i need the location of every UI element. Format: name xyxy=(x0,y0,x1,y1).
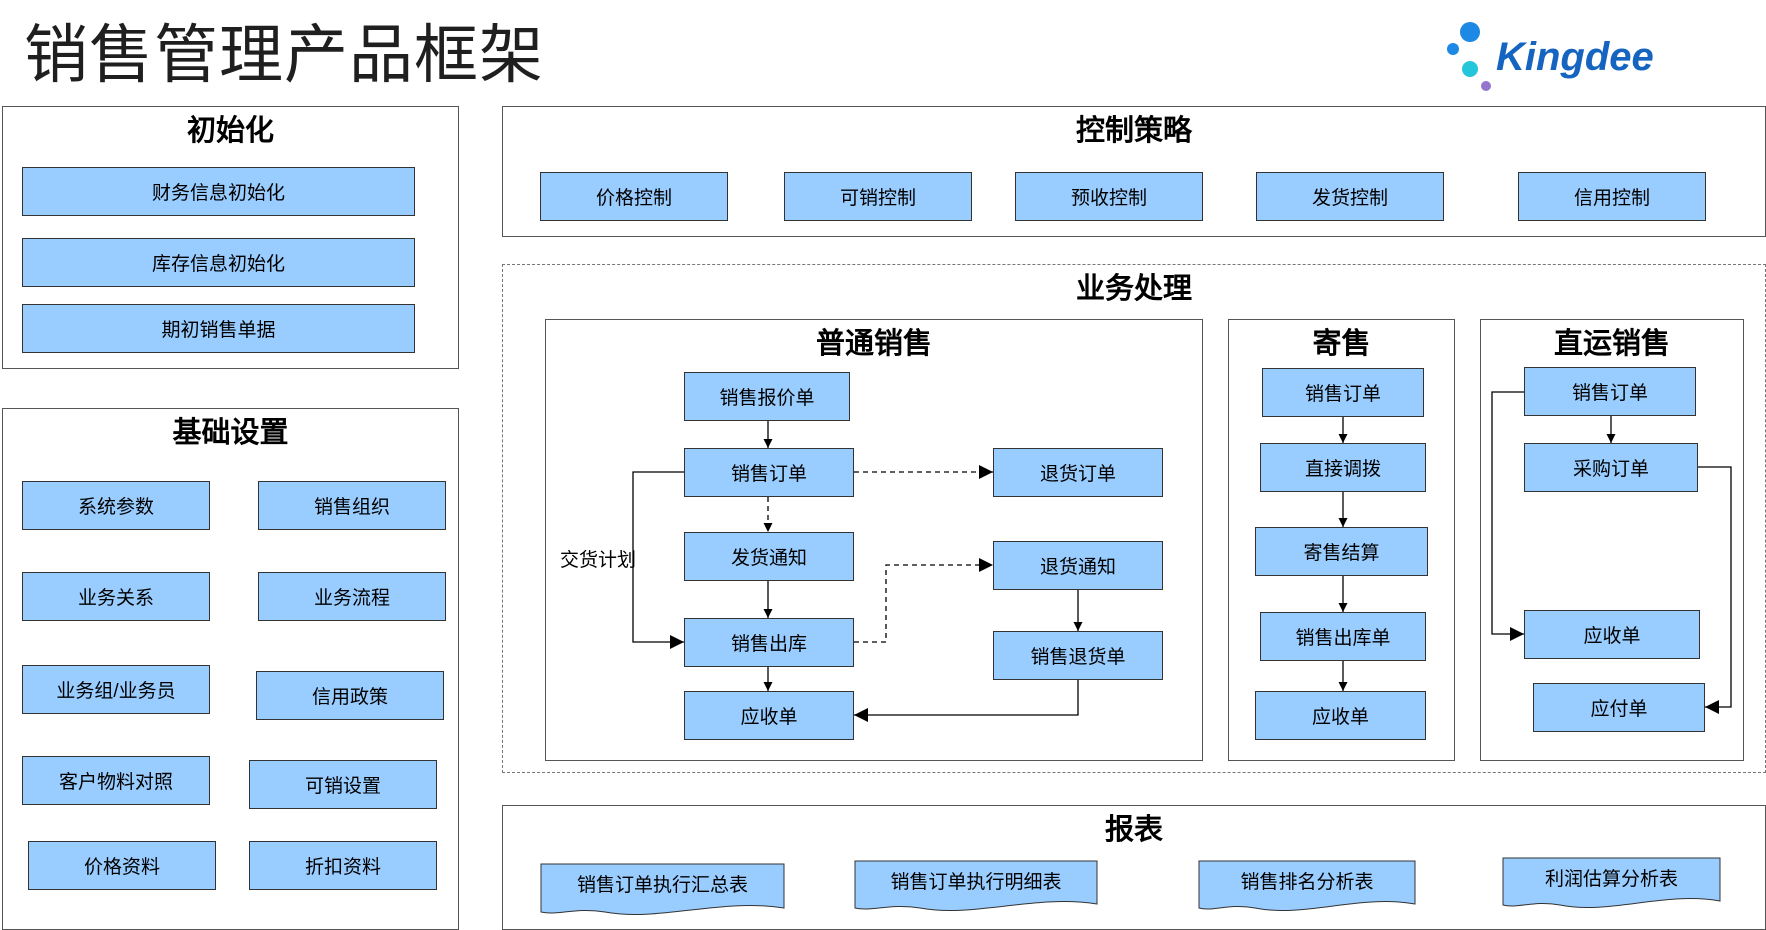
normal-sales-panel: 普通销售 xyxy=(545,319,1203,761)
basic-credit-policy-button[interactable]: 信用政策 xyxy=(256,671,444,720)
basic-system-params-button[interactable]: 系统参数 xyxy=(22,481,210,530)
consign-settle-button[interactable]: 寄售结算 xyxy=(1255,527,1428,576)
basic-panel-title: 基础设置 xyxy=(172,417,289,449)
basic-price-data-button[interactable]: 价格资料 xyxy=(28,841,216,890)
consign-transfer-button[interactable]: 直接调拨 xyxy=(1260,443,1426,492)
control-prepay-button[interactable]: 预收控制 xyxy=(1015,172,1203,221)
business-panel-title: 业务处理 xyxy=(1075,273,1192,305)
control-shipping-button[interactable]: 发货控制 xyxy=(1256,172,1444,221)
report-sales-ranking-button[interactable]: 销售排名分析表 xyxy=(1240,871,1374,893)
direct-receivable-button[interactable]: 应收单 xyxy=(1524,610,1700,659)
control-panel-title: 控制策略 xyxy=(1075,115,1192,147)
consign-outbound-button[interactable]: 销售出库单 xyxy=(1260,612,1426,661)
normal-quote-button[interactable]: 销售报价单 xyxy=(684,372,850,421)
direct-purchase-button[interactable]: 采购订单 xyxy=(1524,443,1698,492)
normal-receivable-button[interactable]: 应收单 xyxy=(684,691,854,740)
direct-title: 直运销售 xyxy=(1553,328,1670,360)
normal-order-button[interactable]: 销售订单 xyxy=(684,448,854,497)
basic-biz-group-button[interactable]: 业务组/业务员 xyxy=(22,665,210,714)
reports-panel-title: 报表 xyxy=(1104,814,1163,846)
init-panel-title: 初始化 xyxy=(186,115,274,147)
kingdee-logo-mark: Kingdee xyxy=(1447,22,1654,91)
logo-text: Kingdee xyxy=(1496,35,1654,79)
basic-customer-material-button[interactable]: 客户物料对照 xyxy=(22,756,210,805)
basic-biz-relation-button[interactable]: 业务关系 xyxy=(22,572,210,621)
report-order-summary-button[interactable]: 销售订单执行汇总表 xyxy=(576,874,748,896)
page-title: 销售管理产品框架 xyxy=(24,19,544,91)
normal-return-notice-button[interactable]: 退货通知 xyxy=(993,541,1163,590)
normal-outbound-button[interactable]: 销售出库 xyxy=(684,618,854,667)
basic-saleable-settings-button[interactable]: 可销设置 xyxy=(249,760,437,809)
init-opening-docs-button[interactable]: 期初销售单据 xyxy=(22,304,415,353)
control-saleable-button[interactable]: 可销控制 xyxy=(784,172,972,221)
normal-notice-button[interactable]: 发货通知 xyxy=(684,532,854,581)
consign-title: 寄售 xyxy=(1312,328,1371,360)
direct-order-button[interactable]: 销售订单 xyxy=(1524,367,1696,416)
consign-receivable-button[interactable]: 应收单 xyxy=(1255,691,1426,740)
basic-sales-org-button[interactable]: 销售组织 xyxy=(258,481,446,530)
init-finance-button[interactable]: 财务信息初始化 xyxy=(22,167,415,216)
normal-sales-title: 普通销售 xyxy=(815,328,932,360)
normal-sales-return-button[interactable]: 销售退货单 xyxy=(993,631,1163,680)
direct-payable-button[interactable]: 应付单 xyxy=(1533,683,1705,732)
consign-order-button[interactable]: 销售订单 xyxy=(1262,368,1424,417)
control-credit-button[interactable]: 信用控制 xyxy=(1518,172,1706,221)
delivery-plan-label: 交货计划 xyxy=(560,550,637,571)
kingdee-logo: Kingdee xyxy=(1440,16,1680,96)
report-profit-estimate-button[interactable]: 利润估算分析表 xyxy=(1544,868,1678,890)
normal-return-order-button[interactable]: 退货订单 xyxy=(993,448,1163,497)
report-order-detail-button[interactable]: 销售订单执行明细表 xyxy=(890,871,1062,893)
control-price-button[interactable]: 价格控制 xyxy=(540,172,728,221)
init-inventory-button[interactable]: 库存信息初始化 xyxy=(22,238,415,287)
basic-discount-data-button[interactable]: 折扣资料 xyxy=(249,841,437,890)
basic-biz-flow-button[interactable]: 业务流程 xyxy=(258,572,446,621)
